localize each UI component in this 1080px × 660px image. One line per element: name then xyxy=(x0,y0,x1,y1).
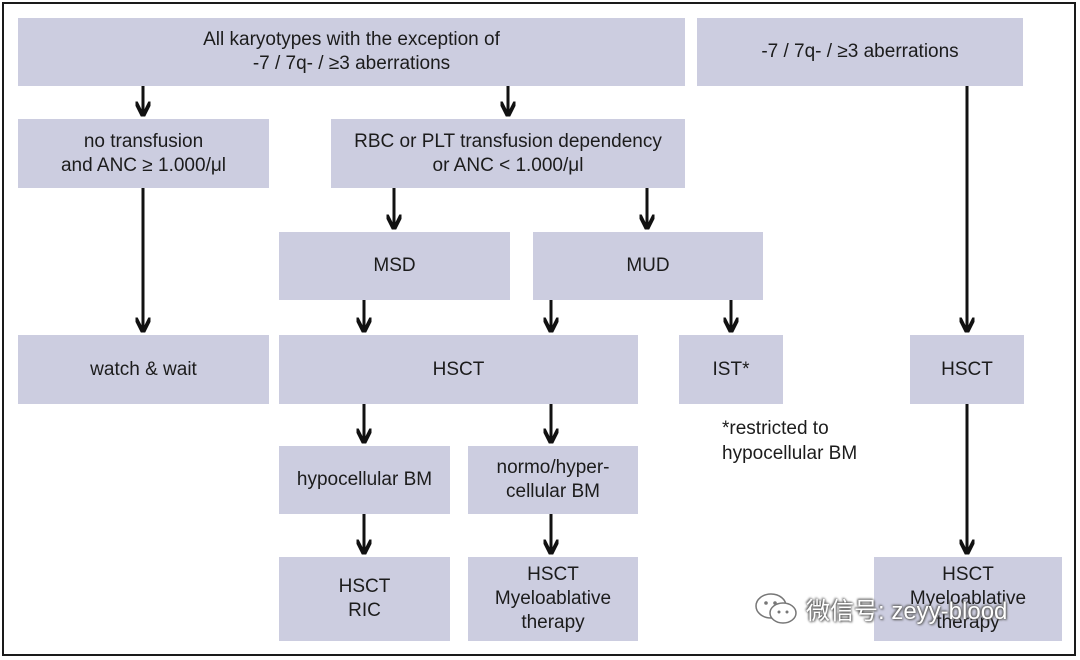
node-text: Myeloablative xyxy=(909,588,1027,609)
node-hsct-ric: HSCT RIC xyxy=(279,557,450,641)
node-text: MUD xyxy=(626,255,670,276)
node-aberrations: -7 / 7q- / ≥3 aberrations xyxy=(697,18,1023,86)
node-text: hypocellular BM xyxy=(296,469,433,490)
node-text: IST* xyxy=(712,358,750,380)
node-text: HSCT xyxy=(432,358,485,380)
node-text: -7 / 7q- / ≥3 aberrations xyxy=(252,53,451,74)
node-transfusion-dependency: RBC or PLT transfusion dependency or ANC… xyxy=(331,119,685,188)
note-text: hypocellular BM xyxy=(722,443,858,464)
node-text: watch & wait xyxy=(90,358,197,380)
node-text: HSCT xyxy=(338,576,391,597)
node-text: normo/hyper- xyxy=(496,457,610,478)
node-text: or ANC < 1.000/μl xyxy=(432,154,584,176)
node-text: no transfusion xyxy=(83,130,204,152)
node-msd: MSD xyxy=(279,232,510,300)
ist-footnote: *restricted to hypocellular BM xyxy=(722,416,857,466)
wechat-watermark: 微信号: zeyy-blood xyxy=(754,591,1007,626)
node-text: cellular BM xyxy=(506,481,600,502)
node-text: therapy xyxy=(936,612,1000,633)
node-hsct-myeloablative-center: HSCT Myeloablative therapy xyxy=(468,557,638,641)
node-hsct-myeloablative-right: HSCT Myeloablative therapy xyxy=(874,557,1062,641)
node-hsct-center: HSCT xyxy=(279,335,638,404)
node-watch-wait: watch & wait xyxy=(18,335,269,404)
node-hsct-right: HSCT xyxy=(910,335,1024,404)
node-text: All karyotypes with the exception of xyxy=(203,29,500,50)
node-normo-hyper: normo/hyper- cellular BM xyxy=(468,446,638,514)
wechat-icon xyxy=(755,592,797,624)
node-text: and ANC ≥ 1.000/μl xyxy=(60,154,227,176)
node-no-transfusion: no transfusion and ANC ≥ 1.000/μl xyxy=(18,119,269,188)
node-hypocellular: hypocellular BM xyxy=(279,446,450,514)
node-text: HSCT xyxy=(527,564,579,585)
note-text: *restricted to xyxy=(722,418,829,439)
node-text: Myeloablative xyxy=(494,588,612,609)
node-mud: MUD xyxy=(533,232,763,300)
watermark-text: 微信号: zeyy-blood xyxy=(806,598,1008,625)
node-text: RBC or PLT transfusion dependency xyxy=(354,130,662,152)
node-all-karyotypes: All karyotypes with the exception of -7 … xyxy=(18,18,685,86)
node-text: therapy xyxy=(521,612,585,633)
node-text: -7 / 7q- / ≥3 aberrations xyxy=(761,41,959,62)
node-text: HSCT xyxy=(942,564,994,585)
node-text: MSD xyxy=(373,255,416,276)
node-text: HSCT xyxy=(941,358,993,380)
node-ist: IST* xyxy=(679,335,783,404)
node-text: RIC xyxy=(348,600,381,621)
